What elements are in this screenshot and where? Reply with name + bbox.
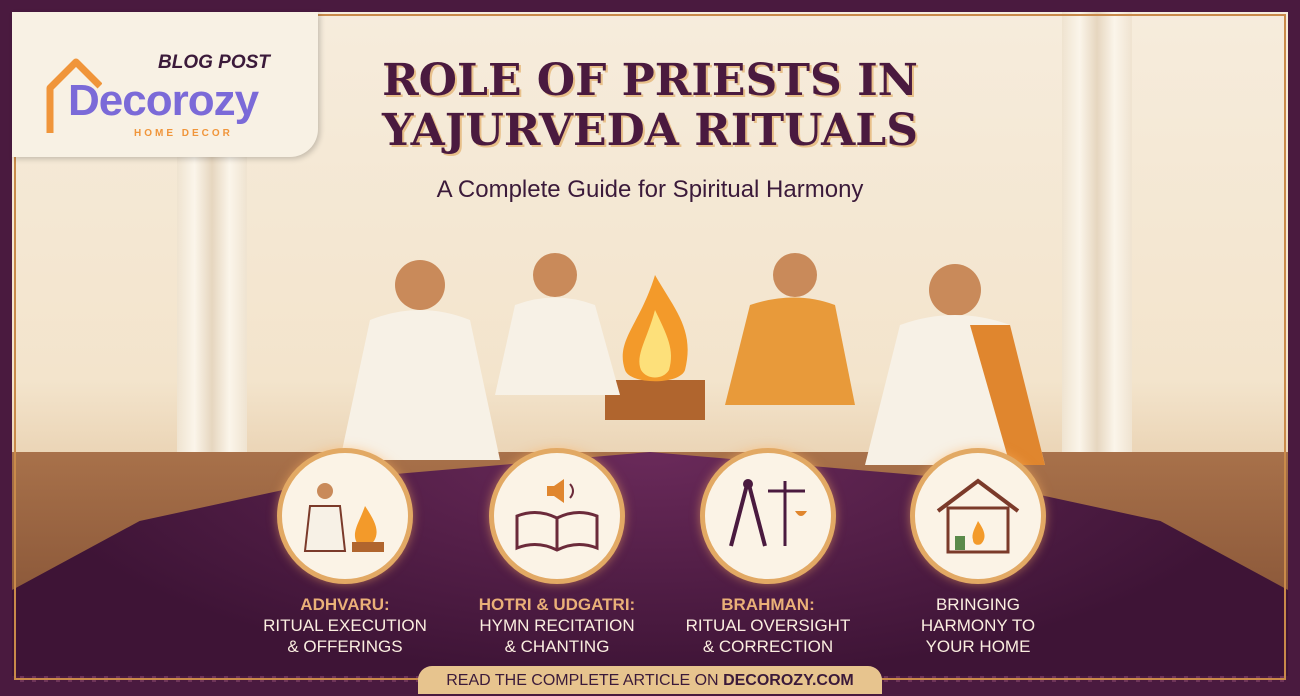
feature-text: HYMN RECITATION (479, 616, 635, 635)
page-subtitle: A Complete Guide for Spiritual Harmony (436, 176, 864, 203)
home-harmony-icon (910, 448, 1046, 584)
house-logo-icon (46, 58, 102, 133)
brand-tagline: HOME DECOR (134, 128, 233, 139)
feature-home-harmony: BRINGING HARMONY TO YOUR HOME (878, 448, 1078, 657)
sacred-fire-icon (605, 275, 705, 420)
feature-hotri-udgatri: HOTRI & UDGATRI: HYMN RECITATION & CHANT… (457, 448, 657, 657)
feature-text: HARMONY TO (920, 616, 1036, 635)
cta-text: READ THE COMPLETE ARTICLE ON (446, 672, 724, 689)
feature-text: YOUR HOME (925, 637, 1031, 656)
curtain-right (1062, 12, 1132, 482)
feature-text: & CHANTING (504, 637, 610, 656)
title-line-2: YAJURVEDA RITUALS (382, 105, 918, 156)
page-title: ROLE OF PRIESTS IN YAJURVEDA RITUALS (300, 56, 1000, 156)
priest-udgatri (725, 253, 855, 405)
feature-text: & OFFERINGS (287, 637, 403, 656)
feature-adhvaryu: ADHVARU: RITUAL EXECUTION & OFFERINGS (245, 448, 445, 657)
priest-brahman (865, 264, 1045, 465)
feature-text: & CORRECTION (702, 637, 834, 656)
book-speaker-icon (489, 448, 625, 584)
feature-text: RITUAL OVERSIGHT (685, 616, 851, 635)
priest-hotri (495, 253, 620, 395)
blog-post-label: BLOG POST (158, 52, 270, 73)
feature-brahman: BRAHMAN: RITUAL OVERSIGHT & CORRECTION (668, 448, 868, 657)
brand-name: Decorozy (68, 76, 259, 125)
feature-text: BRINGING (935, 595, 1021, 614)
read-article-link[interactable]: READ THE COMPLETE ARTICLE ON DECOROZY.CO… (418, 666, 882, 694)
priest-adhvaryu (340, 260, 500, 460)
cta-site: DECOROZY.COM (723, 672, 854, 689)
title-line-1: ROLE OF PRIESTS IN (382, 55, 918, 106)
priest-offering-fire-icon (277, 448, 413, 584)
logo-card[interactable]: BLOG POST Decorozy HOME DECOR (12, 12, 318, 157)
feature-text: RITUAL EXECUTION (263, 616, 427, 635)
feature-heading: ADHVARU: (300, 595, 390, 614)
feature-heading: HOTRI & UDGATRI: (478, 595, 636, 614)
compass-scales-icon (700, 448, 836, 584)
feature-heading: BRAHMAN: (721, 595, 815, 614)
